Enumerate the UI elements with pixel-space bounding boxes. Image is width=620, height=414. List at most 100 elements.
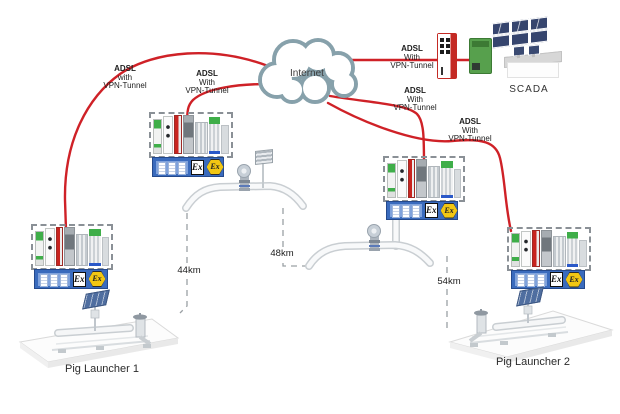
vpn-gateway-icon bbox=[469, 38, 492, 74]
router-label-strip bbox=[441, 67, 443, 75]
adsl-line2: With bbox=[404, 52, 420, 62]
rtu-station-field-1 bbox=[149, 112, 233, 158]
power-module-icon bbox=[511, 233, 521, 267]
transmitter-icon bbox=[517, 274, 525, 287]
power-module-icon bbox=[387, 162, 396, 198]
pig-launcher-2-label: Pig Launcher 2 bbox=[496, 356, 570, 368]
atex-ex-icon: Ex bbox=[565, 271, 583, 288]
end-module-icon bbox=[579, 239, 587, 267]
solar-pole bbox=[90, 301, 533, 331]
plc-modules-icon bbox=[509, 229, 589, 269]
adsl-line2: With bbox=[462, 125, 478, 135]
transmitter-icon bbox=[40, 273, 48, 287]
industrial-router-icon bbox=[437, 33, 457, 79]
ex-marking-icon: Ex bbox=[191, 159, 204, 175]
transmitter-icon bbox=[527, 274, 535, 287]
scada-desk-front bbox=[507, 62, 559, 78]
distance-label-48km: 48km bbox=[263, 248, 301, 259]
transmitter-icon bbox=[168, 161, 176, 175]
monitor-icon bbox=[530, 29, 548, 44]
ex-marking-icon: Ex bbox=[73, 271, 86, 287]
distance-line-44km bbox=[179, 213, 188, 314]
desktop-monitor-icon bbox=[528, 44, 540, 56]
adsl-label-pig-launcher-2: ADSL With VPN-Tunnel bbox=[437, 117, 503, 144]
power-module-icon bbox=[35, 230, 44, 266]
pig-launcher-assembly bbox=[51, 313, 152, 353]
adsl-line3: VPN-Tunnel bbox=[393, 103, 437, 112]
adsl-line1: ADSL bbox=[459, 117, 481, 126]
io-module-icon bbox=[396, 159, 407, 198]
plc-modules-icon bbox=[33, 226, 111, 268]
transmitter-icon bbox=[412, 205, 420, 218]
adsl-line1: ADSL bbox=[401, 44, 423, 53]
end-module-icon bbox=[101, 237, 109, 266]
terminal-block-icon bbox=[566, 231, 579, 267]
transmitter-icon bbox=[178, 161, 186, 175]
solar-panel-icon bbox=[82, 289, 110, 310]
adsl-label-pig-launcher-1: ADSL with VPN-Tunnel bbox=[90, 64, 160, 91]
end-module-icon bbox=[221, 125, 229, 154]
power-module-icon bbox=[153, 118, 163, 154]
transmitter-icon bbox=[50, 273, 58, 287]
rtu-station-field-2 bbox=[383, 156, 465, 202]
adsl-line2: With bbox=[407, 94, 423, 104]
plc-modules-icon bbox=[151, 114, 231, 156]
modem-module-icon bbox=[55, 227, 63, 266]
modem-module-icon bbox=[174, 115, 182, 154]
rtu-station-pig-launcher-1 bbox=[31, 224, 113, 270]
monitor-icon bbox=[530, 16, 548, 31]
desktop-monitor-icon bbox=[513, 45, 525, 57]
terminal-module-icon bbox=[76, 233, 89, 266]
scada-label: SCADA bbox=[509, 84, 549, 95]
adsl-line3: VPN-Tunnel bbox=[390, 61, 434, 70]
transmitter-icon bbox=[392, 205, 400, 218]
adsl-label-field-1: ADSL With VPN-Tunnel bbox=[174, 69, 240, 96]
sensor-icons bbox=[38, 272, 70, 287]
atex-ex-icon: Ex bbox=[440, 202, 458, 219]
atex-ex-icon: Ex bbox=[206, 159, 224, 175]
monitor-icon bbox=[511, 31, 529, 47]
io-module-icon bbox=[163, 115, 174, 154]
cpu-module-icon bbox=[540, 230, 553, 267]
adsl-line2: with bbox=[117, 72, 133, 82]
pipeline-section-1 bbox=[182, 181, 307, 212]
terminal-module-icon bbox=[553, 236, 566, 267]
distance-label-54km: 54km bbox=[430, 276, 468, 287]
terminal-block-icon bbox=[208, 116, 221, 154]
router-face bbox=[438, 34, 456, 78]
adsl-line3: VPN-Tunnel bbox=[448, 134, 492, 143]
terminal-block-icon bbox=[441, 160, 453, 198]
io-module-icon bbox=[44, 227, 55, 266]
pig-launcher-1-label: Pig Launcher 1 bbox=[65, 363, 139, 375]
adsl-line2: With bbox=[199, 77, 215, 87]
terminal-module-icon bbox=[195, 121, 208, 154]
ethernet-ports-icon bbox=[440, 38, 450, 54]
monitor-icon bbox=[492, 21, 510, 36]
ex-marking-icon: Ex bbox=[425, 203, 438, 218]
internet-label: Internet bbox=[290, 68, 324, 79]
adsl-label-scada: ADSL With VPN-Tunnel bbox=[379, 44, 445, 71]
marker-sign-icon bbox=[255, 149, 273, 165]
distance-lines bbox=[179, 208, 448, 330]
flow-meter-icon bbox=[367, 224, 381, 251]
rtu-station-pig-launcher-2 bbox=[507, 227, 591, 271]
ex-marking-icon: Ex bbox=[550, 272, 563, 287]
transmitter-icon bbox=[158, 161, 166, 175]
adsl-line1: ADSL bbox=[404, 86, 426, 95]
pipeline-section-2 bbox=[305, 215, 434, 270]
adsl-label-field-2: ADSL With VPN-Tunnel bbox=[382, 86, 448, 113]
ex-zone-banner: Ex Ex bbox=[152, 157, 224, 177]
transmitter-icon bbox=[402, 205, 410, 218]
modem-module-icon bbox=[407, 159, 415, 198]
transmitter-icon bbox=[537, 274, 545, 287]
adsl-line1: ADSL bbox=[114, 64, 136, 73]
adsl-line3: VPN-Tunnel bbox=[103, 81, 147, 90]
adsl-line1: ADSL bbox=[196, 69, 218, 78]
monitor-icon bbox=[511, 18, 529, 34]
sensor-icons bbox=[390, 204, 422, 218]
ex-zone-banner: Ex Ex bbox=[34, 269, 108, 289]
cpu-module-icon bbox=[415, 159, 428, 198]
cpu-module-icon bbox=[63, 227, 76, 266]
end-module-icon bbox=[453, 169, 461, 198]
